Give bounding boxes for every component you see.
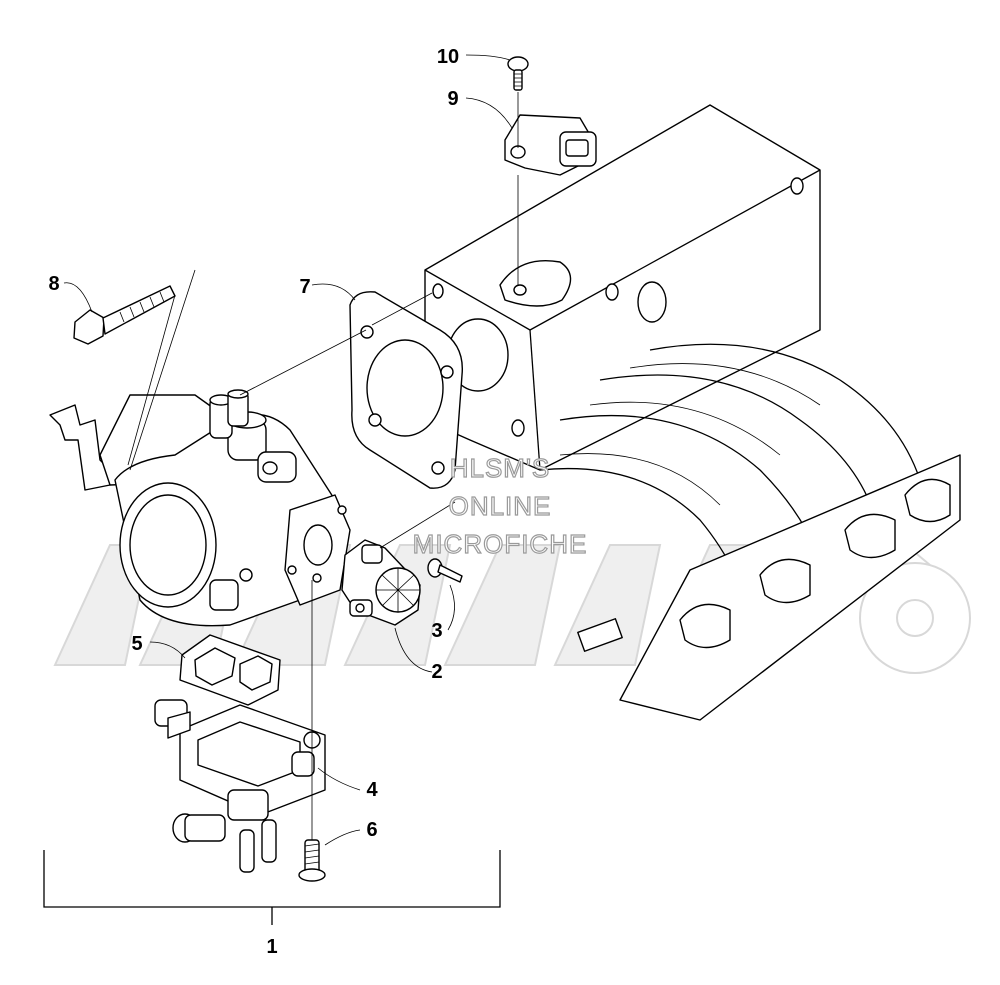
watermark-line-3: MICROFICHE <box>413 529 588 559</box>
site-watermark: HLSM'S ONLINE MICROFICHE <box>412 452 588 559</box>
callout-1: 1 <box>266 936 277 958</box>
callout-6: 6 <box>366 819 377 841</box>
callout-9: 9 <box>447 88 458 110</box>
idle-control-gasket <box>179 634 281 706</box>
callout-7: 7 <box>299 276 310 298</box>
callout-2: 2 <box>431 661 442 683</box>
watermark-line-2: ONLINE <box>449 491 552 521</box>
manifold-pressure-sensor <box>504 114 597 176</box>
callout-8: 8 <box>48 273 59 295</box>
mounting-bolt <box>73 285 176 345</box>
throttle-body <box>49 389 351 627</box>
throttle-position-sensor <box>341 539 421 626</box>
callout-4: 4 <box>366 779 378 801</box>
idle-air-control-valve <box>154 699 326 873</box>
valve-screw <box>291 751 315 777</box>
callout-3: 3 <box>431 620 442 642</box>
throttle-body-gasket <box>349 291 464 489</box>
callout-5: 5 <box>131 633 142 655</box>
callout-10: 10 <box>437 46 459 68</box>
sensor-screw <box>427 558 463 583</box>
lower-bolt <box>298 839 326 882</box>
watermark-line-1: HLSM'S <box>450 453 551 483</box>
sensor-mounting-screw <box>507 56 529 91</box>
intake-manifold <box>424 104 961 721</box>
